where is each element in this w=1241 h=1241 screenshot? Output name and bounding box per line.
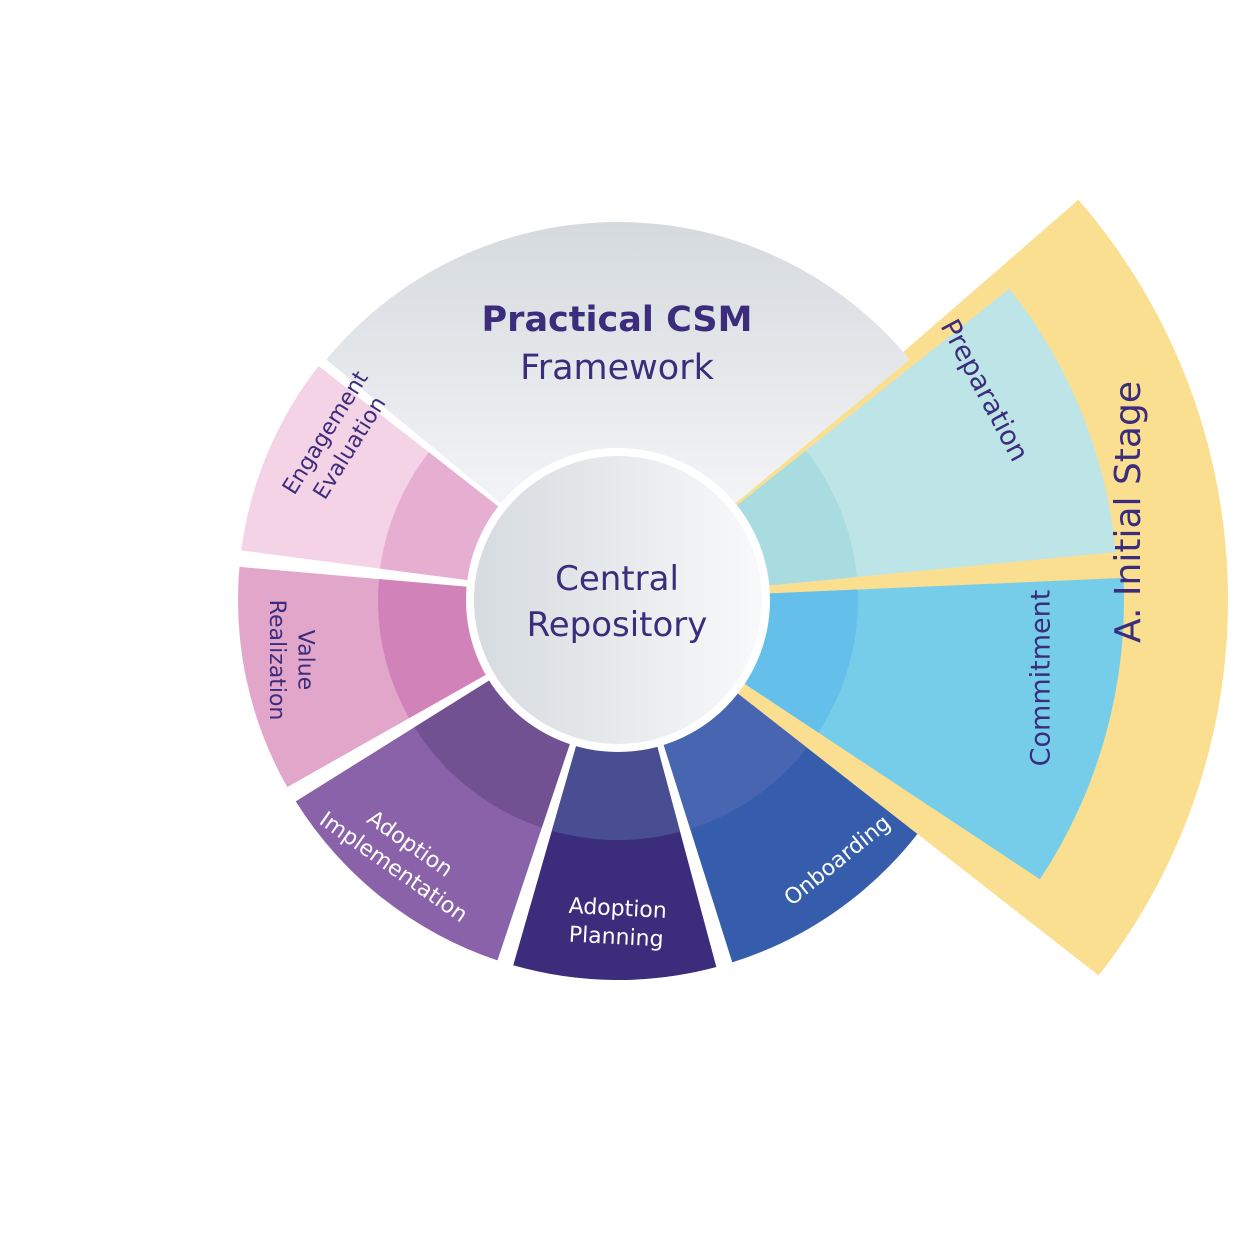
inner-ring-adoption-implementation [414, 679, 571, 828]
inner-ring-adoption-planning [551, 744, 681, 841]
inner-ring-engagement-evaluation [380, 452, 500, 581]
segment-label-line: Adoption [568, 894, 667, 924]
segment-label-commitment: Commitment [1025, 590, 1056, 767]
segment-label-line: Planning [568, 923, 664, 953]
segment-label-line: Commitment [1025, 590, 1056, 767]
framework-title-regular: Framework [520, 348, 714, 388]
framework-title-bold: Practical CSM [482, 300, 753, 340]
central-repository-circle[interactable] [474, 456, 762, 744]
segment-label-value-realization: ValueRealization [264, 600, 318, 721]
segment-label-line: Value [293, 630, 318, 690]
stage-label: A. Initial Stage [1108, 381, 1149, 643]
inner-ring-value-realization [378, 579, 488, 719]
segment-label-adoption-planning: AdoptionPlanning [567, 894, 668, 953]
inner-ring-preparation [735, 450, 857, 586]
framework-segment[interactable] [326, 222, 910, 505]
segment-label-line: Realization [264, 600, 289, 721]
center-label-line2: Repository [527, 605, 708, 645]
inner-ring-commitment [743, 589, 858, 733]
center-label-line1: Central [555, 559, 679, 599]
